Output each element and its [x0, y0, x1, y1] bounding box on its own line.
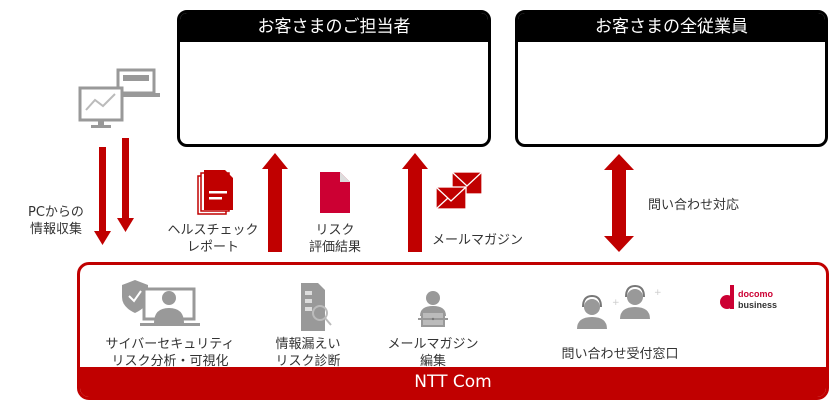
health-check-report-icon: [197, 170, 233, 215]
mail-magazine-label: メールマガジン: [432, 233, 524, 248]
customer-contact-box: お客さまのご担当者: [177, 10, 491, 147]
customer-contact-title: お客さまのご担当者: [180, 13, 488, 42]
label-line: 情報漏えい: [275, 337, 341, 352]
label-line: リスク分析・可視化: [111, 354, 229, 369]
health-check-label: ヘルスチェック レポート: [160, 222, 266, 256]
headset-operators-icon: ++: [577, 284, 662, 329]
label-line: リスク: [315, 223, 355, 238]
report-up-arrow: [262, 153, 288, 252]
service-cyber-security: サイバーセキュリティ リスク分析・可視化: [90, 336, 250, 370]
person-laptop-icon: [417, 290, 449, 327]
service-inquiry-desk: 問い合わせ受付窓口: [550, 346, 690, 363]
label-line: メールマガジン: [387, 337, 479, 352]
all-employees-box: お客さまの全従業員: [515, 10, 828, 147]
pc-collection-label: PCからの 情報収集: [28, 204, 84, 238]
pc-collection-icon: [78, 68, 160, 128]
service-icons: ++ docomo business: [122, 280, 777, 331]
shield-monitor-person-icon: [122, 280, 200, 326]
label-line: サイバーセキュリティ: [105, 337, 235, 352]
ntt-com-band: NTT Com: [80, 367, 826, 397]
inquiry-response-label: 問い合わせ対応: [648, 198, 740, 213]
pc-collection-arrows: [94, 138, 134, 245]
svg-text:business: business: [738, 300, 777, 310]
risk-result-label: リスク 評価結果: [300, 222, 370, 256]
inquiry-double-arrow: [604, 154, 634, 252]
svg-text:+: +: [612, 298, 620, 308]
mail-up-arrow: [402, 153, 428, 252]
label-line: 評価結果: [308, 240, 361, 255]
label-line: レポート: [186, 240, 239, 255]
label-line: 情報収集: [29, 222, 82, 237]
svg-text:docomo: docomo: [738, 289, 774, 299]
ntt-com-box: ++ docomo business サイバーセキュリティ リスク分析・可視化 …: [77, 262, 829, 400]
label-line: 編集: [419, 354, 446, 369]
report-magnifier-icon: [301, 283, 332, 331]
docomo-business-logo: docomo business: [720, 285, 777, 310]
label-line: 問い合わせ受付窓口: [561, 347, 679, 362]
label-line: リスク診断: [275, 354, 341, 369]
label-line: ヘルスチェック: [167, 223, 259, 238]
all-employees-title: お客さまの全従業員: [518, 13, 825, 42]
service-leak-risk: 情報漏えい リスク診断: [258, 336, 358, 370]
svg-text:+: +: [654, 288, 662, 298]
label-line: PCからの: [28, 205, 84, 220]
mail-icon: [435, 171, 483, 210]
risk-result-document-icon: [320, 172, 350, 213]
service-mail-magazine: メールマガジン 編集: [378, 336, 488, 370]
